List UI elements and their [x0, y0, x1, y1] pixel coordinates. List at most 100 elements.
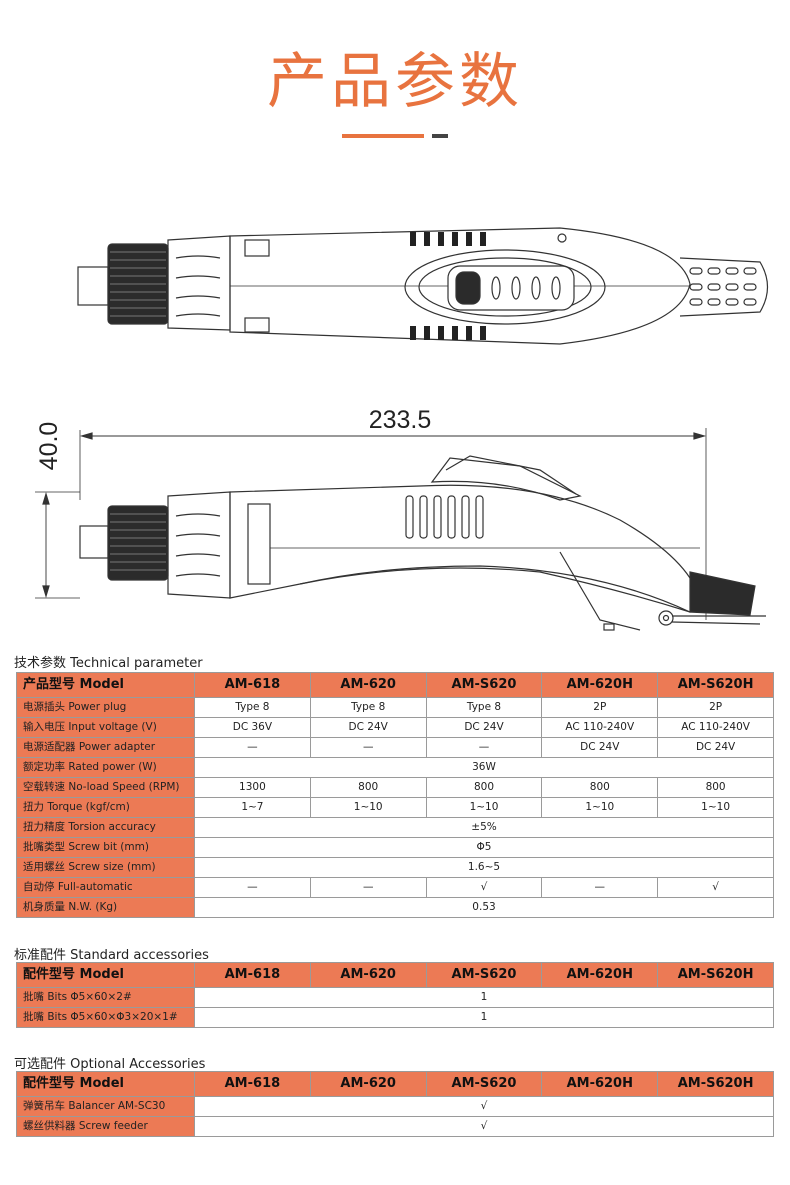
value-cell: 1~7 [194, 797, 311, 818]
header-label: 配件型号 Model [16, 1071, 195, 1097]
optional-accessories-table: 配件型号 Model AM-618 AM-620 AM-S620 AM-620H… [16, 1071, 774, 1137]
value-cell: 800 [309, 777, 427, 798]
value-cell: √ [425, 877, 543, 898]
model-header: AM-S620H [657, 1071, 774, 1097]
title-underline-accent [342, 134, 424, 138]
value-cell: DC 24V [657, 737, 774, 758]
table-header-row: 配件型号 Model AM-618 AM-620 AM-S620 AM-620H… [16, 962, 774, 988]
value-cell: — [309, 737, 427, 758]
value-cell: 1300 [194, 777, 311, 798]
row-label: 适用螺丝 Screw size (mm) [16, 857, 195, 878]
value-cell: Type 8 [309, 697, 427, 718]
height-dimension-label: 40.0 [35, 422, 63, 471]
table-row: 批嘴类型 Screw bit (mm)Φ5 [16, 837, 774, 858]
row-label: 自动停 Full-automatic [16, 877, 195, 898]
value-cell: 1~10 [425, 797, 543, 818]
model-header: AM-620 [309, 962, 427, 988]
product-drawing: 233.5 40.0 [35, 227, 769, 631]
model-header: AM-S620 [425, 962, 543, 988]
page-title: 产品参数 [267, 47, 523, 117]
technical-section-title: 技术参数 Technical parameter [14, 656, 203, 671]
table-row: 批嘴 Bits Φ5×60×Φ3×20×1#1 [16, 1007, 774, 1028]
model-header: AM-620 [309, 672, 427, 698]
row-label: 扭力 Torque (kgf/cm) [16, 797, 195, 818]
header-label: 配件型号 Model [16, 962, 195, 988]
value-cell: 800 [425, 777, 543, 798]
value-cell: AC 110-240V [657, 717, 774, 738]
header-label: 产品型号 Model [16, 672, 195, 698]
value-cell: DC 24V [309, 717, 427, 738]
model-header: AM-S620H [657, 672, 774, 698]
row-label: 输入电压 Input voltage (V) [16, 717, 195, 738]
value-cell: — [425, 737, 543, 758]
value-cell: — [309, 877, 427, 898]
value-cell: — [541, 877, 659, 898]
model-header: AM-620H [541, 962, 659, 988]
length-dimension-label: 233.5 [369, 406, 432, 434]
value-cell: 2P [657, 697, 774, 718]
table-row: 批嘴 Bits Φ5×60×2#1 [16, 987, 774, 1008]
row-label: 螺丝供料器 Screw feeder [16, 1116, 195, 1137]
technical-parameter-table: 产品型号 Model AM-618 AM-620 AM-S620 AM-620H… [16, 672, 774, 918]
value-cell: 1~10 [541, 797, 659, 818]
value-cell: — [194, 877, 311, 898]
table-row: 适用螺丝 Screw size (mm)1.6~5 [16, 857, 774, 878]
merged-value-cell: √ [194, 1096, 774, 1117]
model-header: AM-620H [541, 1071, 659, 1097]
value-cell: AC 110-240V [541, 717, 659, 738]
standard-accessories-table: 配件型号 Model AM-618 AM-620 AM-S620 AM-620H… [16, 962, 774, 1028]
value-cell: DC 36V [194, 717, 311, 738]
value-cell: 1~10 [309, 797, 427, 818]
row-label: 机身质量 N.W. (Kg) [16, 897, 195, 918]
table-row: 螺丝供料器 Screw feeder√ [16, 1116, 774, 1137]
standard-section-title: 标准配件 Standard accessories [14, 948, 209, 963]
value-cell: Type 8 [425, 697, 543, 718]
row-label: 批嘴 Bits Φ5×60×2# [16, 987, 195, 1008]
merged-value-cell: 1 [194, 987, 774, 1008]
value-cell: 2P [541, 697, 659, 718]
row-label: 扭力精度 Torsion accuracy [16, 817, 195, 838]
value-cell: 800 [541, 777, 659, 798]
merged-value-cell: √ [194, 1116, 774, 1137]
model-header: AM-618 [194, 962, 311, 988]
row-label: 弹簧吊车 Balancer AM-SC30 [16, 1096, 195, 1117]
row-label: 额定功率 Rated power (W) [16, 757, 195, 778]
merged-value-cell: ±5% [194, 817, 774, 838]
row-label: 电源适配器 Power adapter [16, 737, 195, 758]
model-header: AM-S620H [657, 962, 774, 988]
optional-section-title: 可选配件 Optional Accessories [14, 1057, 206, 1072]
merged-value-cell: 1.6~5 [194, 857, 774, 878]
merged-value-cell: 0.53 [194, 897, 774, 918]
table-row: 扭力精度 Torsion accuracy±5% [16, 817, 774, 838]
value-cell: √ [657, 877, 774, 898]
row-label: 电源插头 Power plug [16, 697, 195, 718]
model-header: AM-618 [194, 1071, 311, 1097]
merged-value-cell: 1 [194, 1007, 774, 1028]
value-cell: 800 [657, 777, 774, 798]
table-row: 额定功率 Rated power (W)36W [16, 757, 774, 778]
value-cell: Type 8 [194, 697, 311, 718]
merged-value-cell: Φ5 [194, 837, 774, 858]
title-underline-dark [432, 134, 448, 138]
model-header: AM-S620 [425, 1071, 543, 1097]
table-header-row: 配件型号 Model AM-618 AM-620 AM-S620 AM-620H… [16, 1071, 774, 1097]
table-header-row: 产品型号 Model AM-618 AM-620 AM-S620 AM-620H… [16, 672, 774, 698]
value-cell: DC 24V [425, 717, 543, 738]
model-header: AM-620H [541, 672, 659, 698]
table-row: 弹簧吊车 Balancer AM-SC30√ [16, 1096, 774, 1117]
model-header: AM-618 [194, 672, 311, 698]
model-header: AM-S620 [425, 672, 543, 698]
row-label: 批嘴 Bits Φ5×60×Φ3×20×1# [16, 1007, 195, 1028]
value-cell: — [194, 737, 311, 758]
row-label: 空载转速 No-load Speed (RPM) [16, 777, 195, 798]
side-view-drawing [35, 428, 766, 631]
top-view-drawing [77, 227, 769, 345]
value-cell: 1~10 [657, 797, 774, 818]
merged-value-cell: 36W [194, 757, 774, 778]
table-row: 机身质量 N.W. (Kg)0.53 [16, 897, 774, 918]
